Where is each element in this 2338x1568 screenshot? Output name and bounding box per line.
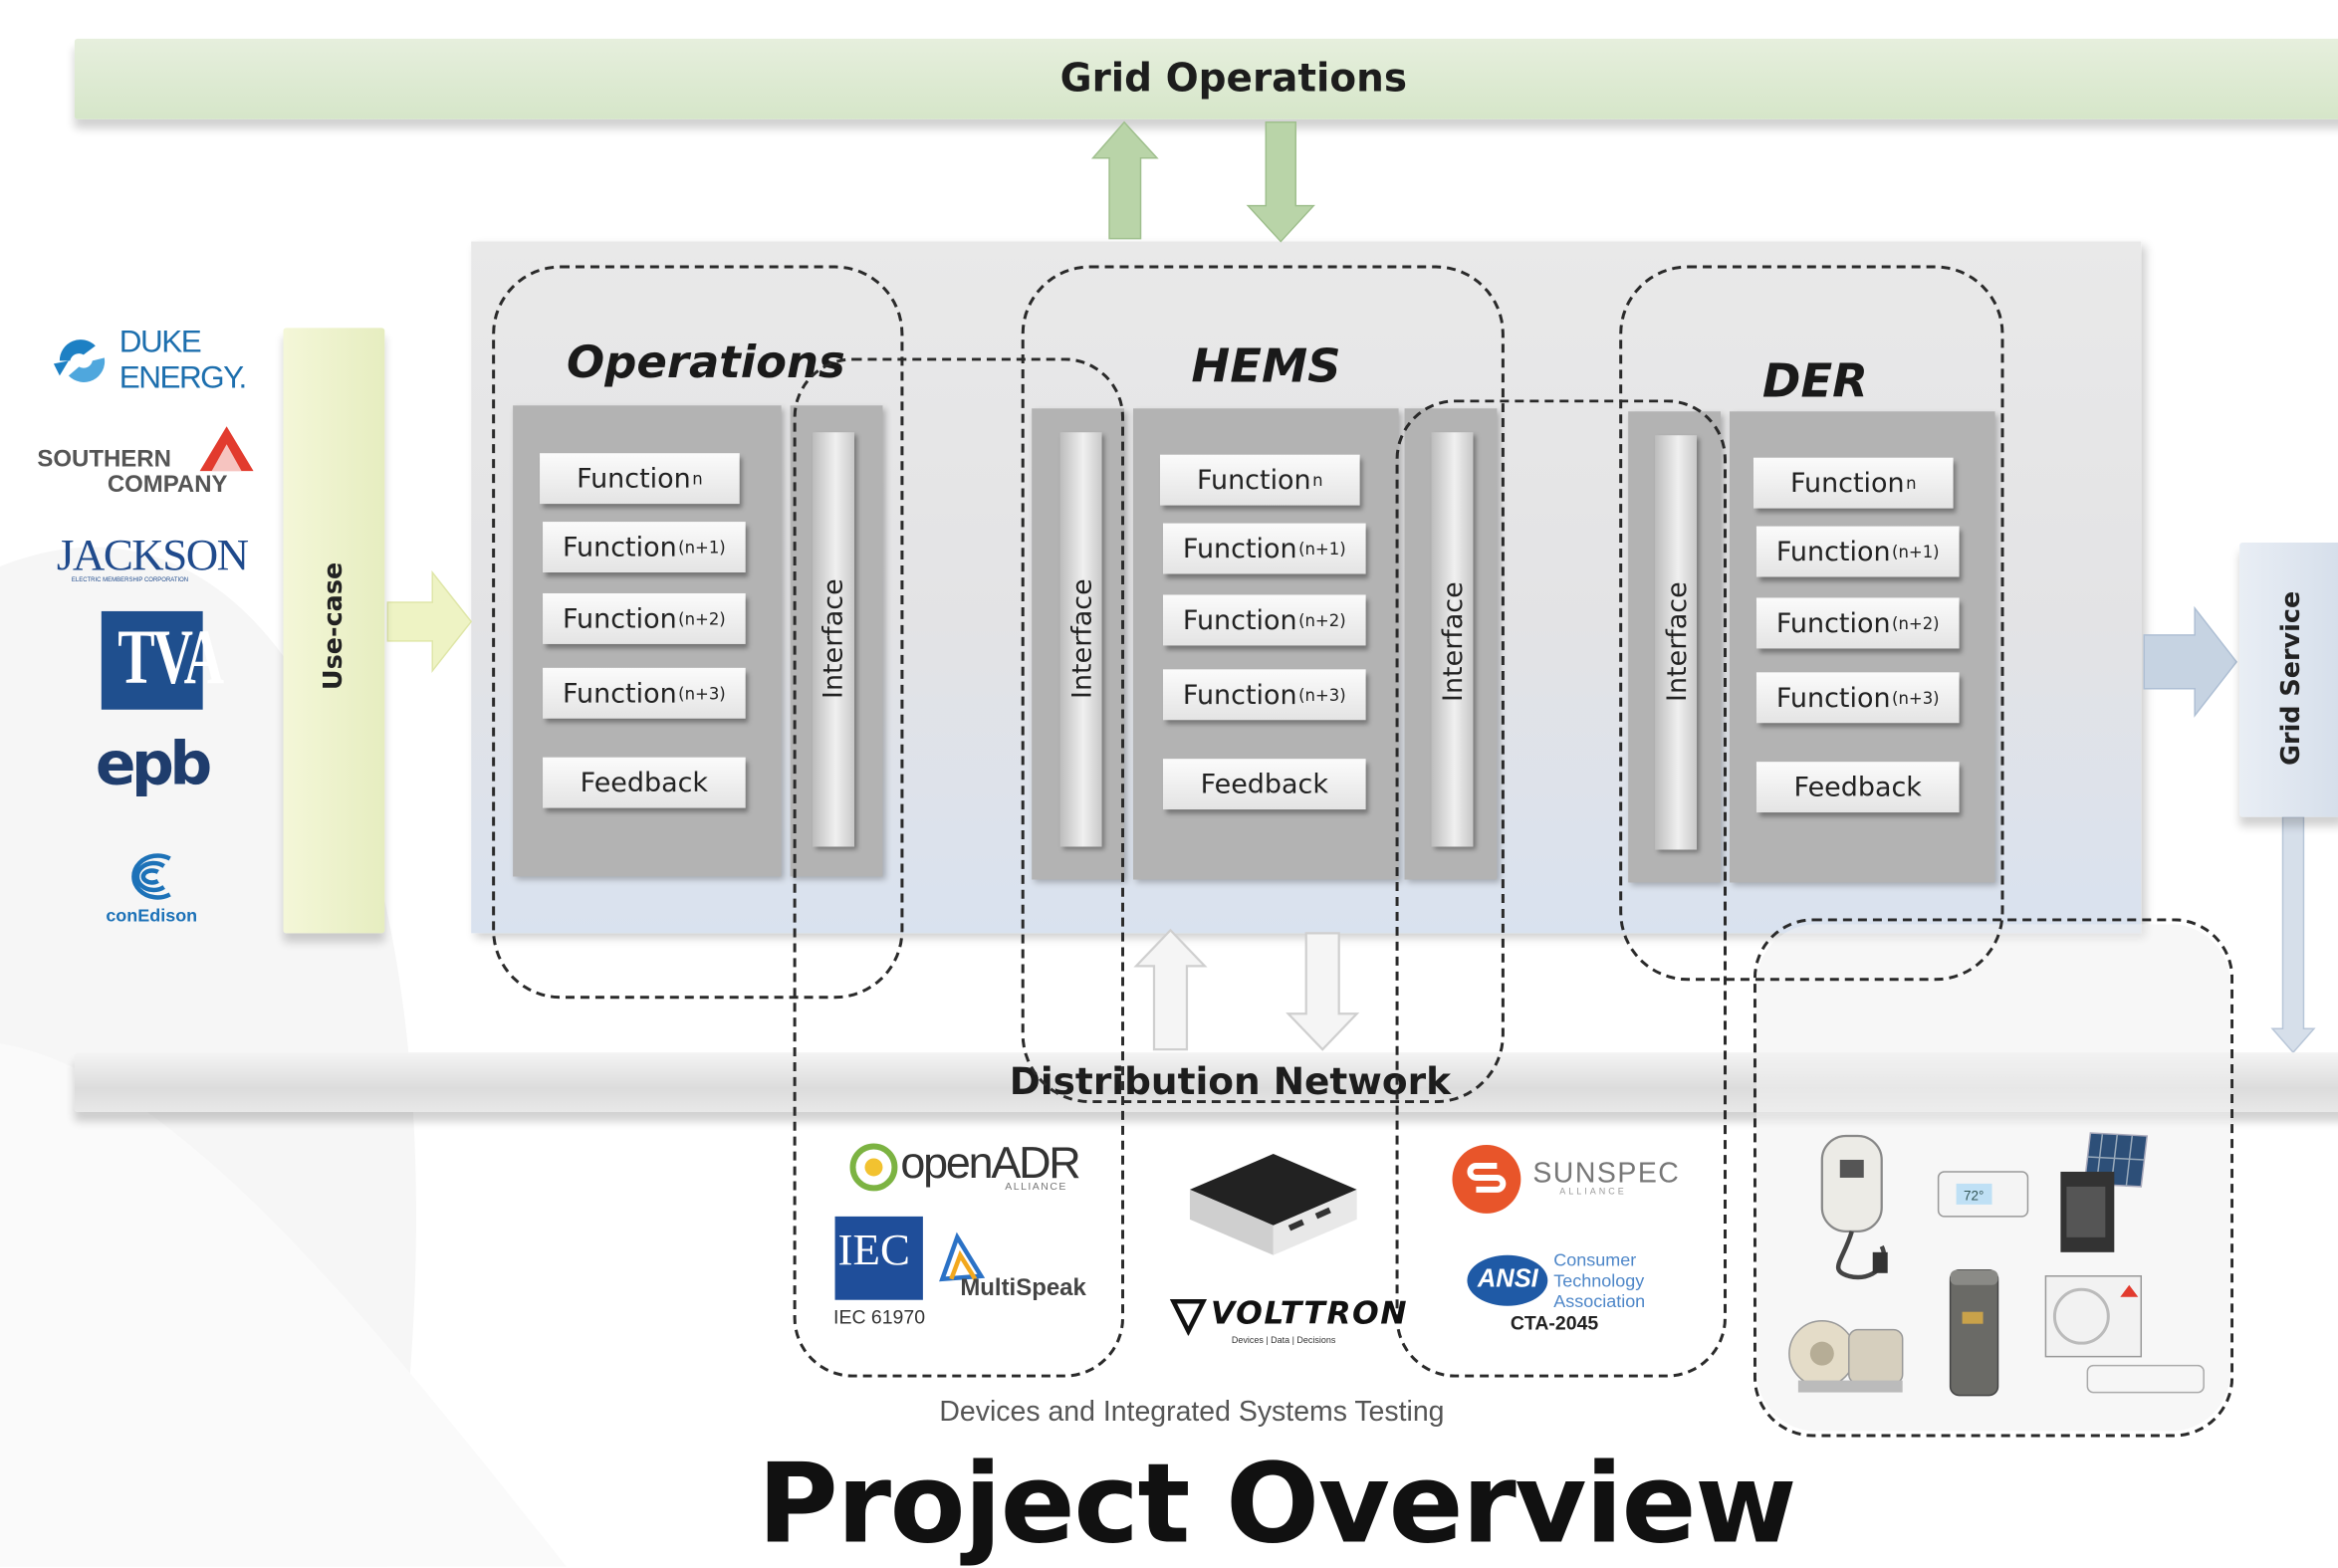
hems-function-n2: Function(n+2): [1162, 594, 1366, 646]
hems-function-n3: Function(n+3): [1162, 669, 1366, 721]
sunspec-logo-text: SUNSPEC: [1532, 1158, 1681, 1190]
openadr-logo-subtitle: ALLIANCE: [1005, 1182, 1067, 1193]
conedison-logo-text: conEdison: [106, 904, 198, 926]
der-title: DER: [1761, 354, 1868, 409]
der-function-n1: Function(n+1): [1755, 526, 1960, 577]
use-case-label: Use-case: [319, 561, 350, 691]
operations-feedback: Feedback: [543, 757, 746, 808]
southern-company-logo-icon: [199, 426, 254, 472]
iec-logo-box: [834, 1216, 923, 1300]
volttron-logo-icon: [1169, 1298, 1208, 1336]
grid-operations-label: Grid Operations: [1059, 56, 1408, 102]
hems-left-interface-bar: [1059, 432, 1102, 847]
ansi-logo-oval: [1467, 1254, 1548, 1306]
water-heater-icon: [1949, 1269, 1999, 1397]
openadr-logo-icon: [849, 1143, 898, 1192]
operations-interface-bar: [813, 432, 855, 847]
epb-logo: epb: [95, 730, 212, 799]
hems-feedback: Feedback: [1162, 759, 1366, 810]
up-arrow-icon: [1133, 928, 1208, 1051]
grid-operations-bar: [74, 38, 2338, 119]
duke-energy-logo-icon: [53, 339, 106, 382]
der-interface-bar: [1655, 435, 1698, 850]
conedison-logo-icon: [131, 853, 171, 900]
sunspec-logo-icon: [1452, 1145, 1521, 1214]
operations-function-n3: Function(n+3): [543, 667, 746, 719]
down-arrow-icon: [1286, 932, 1360, 1051]
operations-function-n2: Function(n+2): [543, 592, 746, 644]
iec-logo-text: IEC: [837, 1225, 910, 1275]
down-arrow-icon: [2270, 815, 2316, 1054]
interface-standards-outline-2: [1395, 399, 1727, 1378]
ev-charger-icon: [1820, 1134, 1888, 1280]
multispeak-logo-text: MultiSpeak: [960, 1275, 1086, 1302]
thermostat-icon: 72°: [1937, 1171, 2029, 1218]
page-title: Project Overview: [757, 1440, 1797, 1568]
der-function-n3: Function(n+3): [1755, 672, 1960, 724]
ansi-logo-text: ANSI: [1477, 1263, 1538, 1293]
interface-standards-outline-1: [793, 357, 1125, 1378]
pool-pump-icon: [1788, 1319, 1904, 1393]
inverter-icon: [2060, 1171, 2115, 1252]
der-feedback: Feedback: [1755, 762, 1960, 813]
volttron-logo-text: VOLTTRON: [1210, 1295, 1409, 1332]
cta-line2: Technology: [1553, 1269, 1645, 1291]
right-arrow-icon: [2143, 605, 2238, 718]
openadr-logo-text: openADR: [900, 1139, 1080, 1189]
der-function-n2: Function(n+2): [1755, 597, 1960, 649]
tva-logo-text: TVA: [117, 615, 224, 701]
hems-group-outline: [1021, 265, 1505, 1104]
grid-service-bar: [2239, 543, 2338, 817]
hems-right-interface-bar: [1431, 432, 1474, 847]
tva-logo-box: [101, 610, 203, 710]
operations-group-outline: [492, 265, 904, 1000]
svg-text:72°: 72°: [1964, 1188, 1984, 1203]
operations-function-n1: Function(n+1): [543, 522, 746, 573]
multispeak-logo-icon: [939, 1232, 986, 1282]
der-group-outline: [1619, 265, 2004, 982]
grid-service-label: Grid Service: [2276, 590, 2307, 766]
volttron-tagline: Devices | Data | Decisions: [1231, 1337, 1336, 1347]
hems-title: HEMS: [1191, 339, 1341, 394]
southern-company-line2: COMPANY: [107, 472, 228, 499]
jackson-emc-logo: JACKSON: [56, 531, 249, 580]
iec-61970-caption: IEC 61970: [833, 1305, 926, 1329]
cta-line3: Association: [1553, 1290, 1646, 1312]
operations-title: Operations: [567, 336, 845, 389]
sunspec-logo-subtitle: ALLIANCE: [1559, 1188, 1627, 1198]
volttron-device-icon: [1189, 1153, 1357, 1255]
southern-company-line1: SOUTHERN: [37, 447, 171, 473]
down-arrow-icon: [1246, 121, 1315, 243]
duke-energy-line2: ENERGY.: [118, 360, 248, 395]
hems-function-n1: Function(n+1): [1162, 523, 1366, 574]
cta-2045-caption: CTA-2045: [1510, 1311, 1599, 1335]
up-arrow-icon: [1090, 120, 1159, 240]
devices-group-outline: [1753, 918, 2234, 1438]
mini-split-icon: [2044, 1275, 2205, 1394]
jackson-emc-subtitle: ELECTRIC MEMBERSHIP CORPORATION: [71, 574, 189, 583]
cta-line1: Consumer: [1553, 1248, 1637, 1270]
devices-collage: 72°: [1788, 1132, 2205, 1397]
right-arrow-icon: [386, 569, 473, 673]
devices-caption: Devices and Integrated Systems Testing: [939, 1397, 1445, 1429]
duke-energy-line1: DUKE: [118, 325, 202, 359]
use-case-bar: [283, 328, 385, 934]
